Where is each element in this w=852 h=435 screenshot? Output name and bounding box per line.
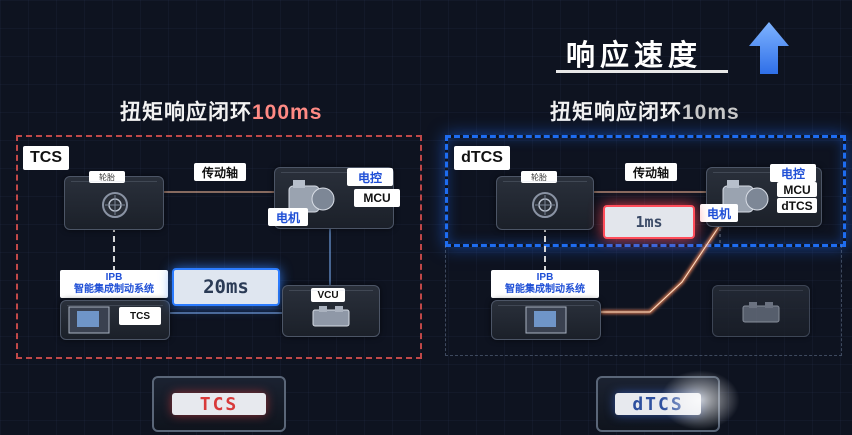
right-ipb-line1: IPB (536, 272, 554, 283)
right-ipb-card (491, 300, 601, 340)
ipb-unit-icon (525, 306, 567, 334)
right-ipb-line2: 智能集成制动系统 (505, 284, 585, 295)
left-system-tag: TCS (23, 146, 69, 170)
left-ipb-sub-tag: TCS (119, 307, 161, 325)
right-wheel-card: 轮胎 (496, 171, 594, 230)
left-wheel-tag: 轮胎 (89, 171, 125, 183)
left-panel-title: 扭矩响应闭环100ms (120, 96, 322, 126)
right-mcu-tag: MCU (777, 182, 817, 197)
right-lower-frame (445, 245, 842, 356)
right-latency-display: 1ms (603, 205, 695, 239)
left-ipb-line2: 智能集成制动系统 (74, 284, 154, 295)
right-panel-title: 扭矩响应闭环10ms (550, 96, 740, 126)
tcs-badge: TCS (152, 376, 286, 432)
left-ipb-line1: IPB (105, 272, 123, 283)
ipb-unit-icon (68, 306, 110, 334)
left-ipb-card: TCS (60, 300, 170, 340)
right-system-tag: dTCS (454, 146, 510, 170)
vcu-module-icon (312, 306, 350, 327)
wheel-icon (102, 192, 128, 218)
right-dtcs-tag: dTCS (777, 198, 817, 213)
right-system-frame (445, 135, 846, 247)
tcs-badge-label: TCS (172, 393, 266, 415)
left-shaft-label: 传动轴 (194, 163, 246, 181)
right-ipb-motor-core (600, 221, 723, 313)
left-wheel-card: 轮胎 (64, 171, 164, 230)
right-title-prefix: 扭矩响应闭环 (550, 101, 682, 124)
left-title-prefix: 扭矩响应闭环 (120, 101, 252, 124)
left-mcu-tag: MCU (354, 189, 400, 207)
left-motor-tag: 电机 (268, 208, 308, 226)
left-vcu-tag: VCU (311, 288, 345, 302)
headline-underline (556, 70, 728, 73)
left-controller-tag: 电控 (347, 168, 393, 186)
right-controller-tag: 电控 (770, 164, 816, 182)
left-title-latency: 100ms (252, 101, 323, 124)
right-title-latency: 10ms (682, 101, 740, 124)
right-motor-tag: 电机 (700, 204, 738, 222)
dtcs-badge-label: dTCS (614, 393, 702, 415)
left-vcu-card: VCU (282, 285, 380, 337)
wheel-icon (532, 192, 558, 218)
headline-title: 响应速度 (566, 40, 703, 72)
dtcs-badge: dTCS (596, 376, 720, 432)
right-module-card (712, 285, 810, 337)
right-ipb-label: IPB 智能集成制动系统 (491, 270, 599, 298)
vcu-module-icon (742, 302, 780, 323)
motor-icon (288, 180, 335, 213)
right-wheel-tag: 轮胎 (521, 171, 557, 183)
arrow-up-icon (749, 22, 789, 74)
left-system-frame (16, 135, 422, 359)
left-ipb-label: IPB 智能集成制动系统 (60, 270, 168, 298)
right-shaft-label: 传动轴 (625, 163, 677, 181)
left-latency-display: 20ms (172, 268, 280, 306)
